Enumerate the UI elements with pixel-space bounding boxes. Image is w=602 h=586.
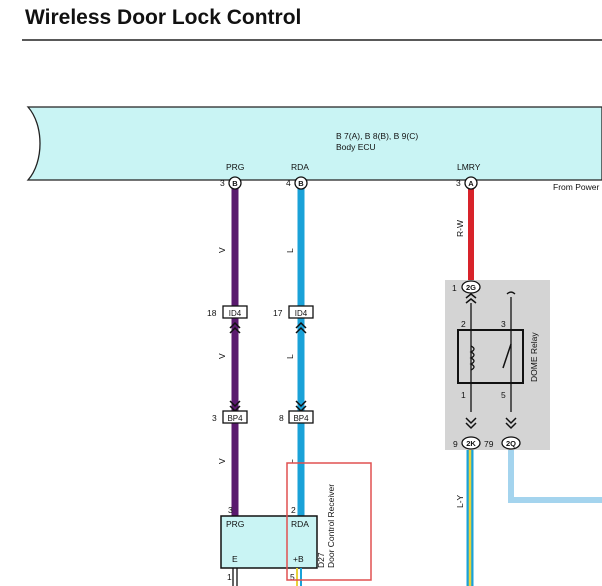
svg-text:5: 5 — [290, 572, 295, 582]
svg-text:3: 3 — [228, 505, 233, 515]
prg-wire-color-3: V — [217, 458, 227, 464]
ecu-pin-rda-label: RDA — [291, 162, 309, 172]
relay-terminal-5: 5 — [501, 390, 506, 400]
ecu-pin-prg-badge: 3 B — [220, 176, 242, 190]
relay-terminal-1: 1 — [461, 390, 466, 400]
svg-text:8: 8 — [279, 413, 284, 423]
svg-text:18: 18 — [207, 308, 217, 318]
receiver-id: D27 — [316, 552, 326, 568]
page-title: Wireless Door Lock Control — [25, 6, 302, 29]
relay-internal-wiring — [457, 291, 524, 412]
from-power-label: From Power — [553, 182, 599, 192]
svg-text:2G: 2G — [466, 283, 476, 292]
ly-wire-color: L-Y — [455, 494, 465, 508]
prg-wire-color-2: V — [217, 353, 227, 359]
light-blue-wire — [508, 450, 602, 503]
svg-text:1: 1 — [452, 283, 457, 293]
relay-terminal-2: 2 — [461, 319, 466, 329]
receiver-name: Door Control Receiver — [326, 484, 336, 568]
ecu-name-label: Body ECU — [336, 142, 376, 152]
ecu-pin-prg-label: PRG — [226, 162, 244, 172]
svg-text:3: 3 — [212, 413, 217, 423]
svg-text:BP4: BP4 — [293, 414, 309, 423]
svg-text:E: E — [232, 554, 238, 564]
svg-text:2K: 2K — [466, 439, 476, 448]
ecu-pin-lmry-label: LMRY — [457, 162, 481, 172]
svg-text:PRG: PRG — [226, 519, 244, 529]
junction-bp4-prg: 3 BP4 — [212, 400, 248, 424]
svg-text:2: 2 — [291, 505, 296, 515]
highlight-box — [286, 462, 372, 581]
svg-text:9: 9 — [453, 439, 458, 449]
door-control-receiver: 3 2 PRG RDA E +B 1 5 — [220, 505, 318, 586]
ecu-pin-rda-badge: 4 B — [286, 176, 308, 190]
ecu-connectors-label: B 7(A), B 8(B), B 9(C) — [336, 131, 418, 141]
svg-text:79: 79 — [484, 439, 494, 449]
rda-wire-color-3: L — [285, 459, 295, 464]
ecu-pin-lmry-badge: 3 A — [456, 176, 478, 190]
svg-text:ID4: ID4 — [229, 309, 242, 318]
junction-bp4-rda: 8 BP4 — [279, 400, 314, 424]
prg-wire-color-1: V — [217, 247, 227, 253]
svg-text:17: 17 — [273, 308, 283, 318]
svg-text:4: 4 — [286, 178, 291, 188]
svg-text:3: 3 — [456, 178, 461, 188]
relay-terminal-3: 3 — [501, 319, 506, 329]
svg-text:2Q: 2Q — [506, 439, 516, 448]
relay-name: DOME Relay — [529, 332, 539, 382]
svg-text:B: B — [232, 179, 238, 188]
junction-id4-prg: 18 ID4 — [207, 305, 248, 334]
svg-text:3: 3 — [220, 178, 225, 188]
svg-text:A: A — [468, 179, 474, 188]
svg-text:+B: +B — [293, 554, 304, 564]
junction-id4-rda: 17 ID4 — [273, 305, 314, 334]
relay-input-connector: 1 2G — [452, 280, 481, 304]
svg-text:RDA: RDA — [291, 519, 309, 529]
relay-output-2q: 79 2Q — [484, 417, 521, 450]
svg-text:1: 1 — [227, 572, 232, 582]
body-ecu-box — [26, 106, 602, 181]
rda-wire-color-2: L — [285, 354, 295, 359]
svg-text:BP4: BP4 — [227, 414, 243, 423]
svg-text:ID4: ID4 — [295, 309, 308, 318]
lmry-wire-color: R-W — [455, 220, 465, 237]
relay-output-2k: 9 2K — [453, 417, 481, 450]
svg-text:B: B — [298, 179, 304, 188]
dome-relay-panel — [445, 280, 550, 450]
rda-wire-color-1: L — [285, 248, 295, 253]
